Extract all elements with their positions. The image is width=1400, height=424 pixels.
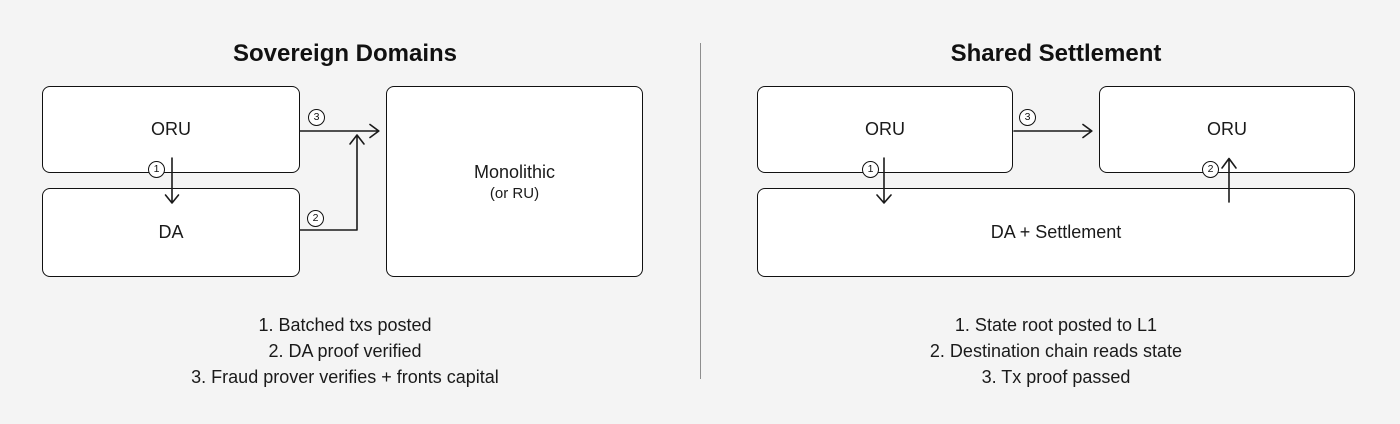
left-step3-badge: 3 (308, 109, 325, 126)
right-source-oru-box: ORU (757, 86, 1013, 173)
left-legend: 1. Batched txs posted 2. DA proof verifi… (45, 312, 645, 390)
right-panel-title: Shared Settlement (950, 40, 1162, 67)
right-legend-line-1: 1. State root posted to L1 (954, 315, 1158, 335)
left-da-box: DA (42, 188, 300, 277)
left-legend-line-3: 3. Fraud prover verifies + fronts capita… (191, 367, 499, 387)
left-da-label: DA (158, 222, 184, 242)
right-step1-badge: 1 (862, 161, 879, 178)
monolithic-box: Monolithic (or RU) (386, 86, 643, 277)
left-step3-arrow (299, 123, 380, 139)
da-settlement-box: DA + Settlement (757, 188, 1355, 277)
right-legend-line-2: 2. Destination chain reads state (929, 341, 1183, 361)
right-step2-badge: 2 (1202, 161, 1219, 178)
right-step3-badge: 3 (1019, 109, 1036, 126)
right-legend-line-3: 3. Tx proof passed (981, 367, 1131, 387)
right-legend: 1. State root posted to L1 2. Destinatio… (757, 312, 1355, 390)
left-step2-badge: 2 (307, 210, 324, 227)
left-step1-badge: 1 (148, 161, 165, 178)
left-legend-line-2: 2. DA proof verified (268, 341, 422, 361)
da-settlement-label: DA + Settlement (990, 222, 1122, 242)
panel-divider (700, 43, 701, 379)
left-oru-box: ORU (42, 86, 300, 173)
right-step3-arrow (1013, 123, 1093, 139)
right-destination-oru-label: ORU (1207, 119, 1247, 139)
monolithic-sublabel: (or RU) (489, 184, 540, 202)
monolithic-label-stack: Monolithic (or RU) (474, 162, 555, 202)
right-source-oru-label: ORU (865, 119, 905, 139)
right-destination-oru-box: ORU (1099, 86, 1355, 173)
left-panel-title: Sovereign Domains (232, 40, 458, 67)
left-oru-label: ORU (151, 119, 191, 139)
monolithic-label: Monolithic (473, 161, 556, 182)
left-legend-line-1: 1. Batched txs posted (258, 315, 432, 335)
